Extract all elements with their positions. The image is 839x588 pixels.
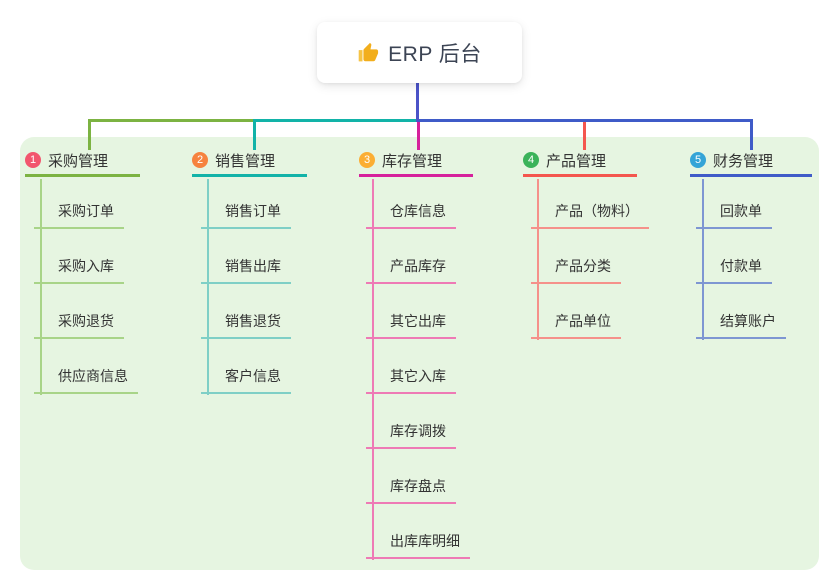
leaf-node[interactable]: 销售出库 [201, 254, 291, 284]
branch-label: 产品管理 [546, 152, 607, 170]
leaf-label: 仓库信息 [390, 203, 446, 219]
branch-drop-2 [253, 119, 256, 150]
leaf-label: 产品分类 [555, 258, 611, 274]
leaf-node[interactable]: 结算账户 [696, 309, 786, 339]
subtree-line [207, 179, 209, 395]
subtree-line [372, 179, 374, 560]
leaf-label: 销售退货 [225, 313, 281, 329]
leaf-label: 销售出库 [225, 258, 281, 274]
leaf-label: 付款单 [720, 258, 762, 274]
leaf-node[interactable]: 销售订单 [201, 199, 291, 229]
leaf-node[interactable]: 采购入库 [34, 254, 124, 284]
branch-label: 库存管理 [382, 152, 443, 170]
leaf-label: 采购入库 [58, 258, 114, 274]
leaf-node[interactable]: 产品库存 [366, 254, 456, 284]
branches-panel [20, 137, 819, 570]
leaf-label: 库存盘点 [390, 478, 446, 494]
branch-badge-3: 3 [359, 152, 375, 168]
branch-header-1[interactable]: 1 采购管理 [25, 146, 140, 177]
branch-header-3[interactable]: 3 库存管理 [359, 146, 473, 177]
branch-badge-5: 5 [690, 152, 706, 168]
leaf-node[interactable]: 产品单位 [531, 309, 621, 339]
leaf-node[interactable]: 付款单 [696, 254, 772, 284]
branch-badge-1: 1 [25, 152, 41, 168]
branch-label: 财务管理 [713, 152, 774, 170]
leaf-label: 产品（物料） [555, 203, 639, 219]
branch-drop-3 [417, 122, 420, 150]
branch-header-4[interactable]: 4 产品管理 [523, 146, 637, 177]
leaf-node[interactable]: 采购订单 [34, 199, 124, 229]
branch-drop-4 [583, 122, 586, 150]
leaf-node[interactable]: 销售退货 [201, 309, 291, 339]
leaf-label: 其它出库 [390, 313, 446, 329]
leaf-node[interactable]: 出库库明细 [366, 529, 470, 559]
leaf-label: 产品单位 [555, 313, 611, 329]
leaf-node[interactable]: 采购退货 [34, 309, 124, 339]
leaf-node[interactable]: 回款单 [696, 199, 772, 229]
subtree-line [702, 179, 704, 340]
leaf-label: 结算账户 [720, 313, 776, 329]
leaf-node[interactable]: 库存调拨 [366, 419, 456, 449]
leaf-label: 产品库存 [390, 258, 446, 274]
leaf-label: 其它入库 [390, 368, 446, 384]
trunk-segment-teal [253, 119, 420, 122]
leaf-label: 销售订单 [225, 203, 281, 219]
branch-header-5[interactable]: 5 财务管理 [690, 146, 812, 177]
branch-badge-4: 4 [523, 152, 539, 168]
branch-header-2[interactable]: 2 销售管理 [192, 146, 307, 177]
leaf-node[interactable]: 仓库信息 [366, 199, 456, 229]
leaf-label: 库存调拨 [390, 423, 446, 439]
leaf-node[interactable]: 库存盘点 [366, 474, 456, 504]
leaf-label: 回款单 [720, 203, 762, 219]
root-connector [416, 83, 419, 122]
leaf-label: 供应商信息 [58, 368, 128, 384]
leaf-node[interactable]: 其它入库 [366, 364, 456, 394]
trunk-segment-green [88, 119, 256, 122]
leaf-label: 采购退货 [58, 313, 114, 329]
branch-drop-5 [750, 119, 753, 150]
leaf-label: 采购订单 [58, 203, 114, 219]
thumbs-up-icon [359, 42, 379, 61]
leaf-node[interactable]: 客户信息 [201, 364, 291, 394]
branch-badge-2: 2 [192, 152, 208, 168]
root-node[interactable]: ERP 后台 [317, 22, 522, 83]
leaf-label: 出库库明细 [390, 533, 460, 549]
leaf-node[interactable]: 其它出库 [366, 309, 456, 339]
trunk-segment-blue [417, 119, 753, 122]
branch-label: 销售管理 [215, 152, 276, 170]
subtree-line [40, 179, 42, 395]
root-title: ERP 后台 [388, 42, 482, 66]
leaf-node[interactable]: 供应商信息 [34, 364, 138, 394]
leaf-node[interactable]: 产品分类 [531, 254, 621, 284]
leaf-label: 客户信息 [225, 368, 281, 384]
subtree-line [537, 179, 539, 340]
branch-drop-1 [88, 119, 91, 150]
branch-label: 采购管理 [48, 152, 109, 170]
leaf-node[interactable]: 产品（物料） [531, 199, 649, 229]
